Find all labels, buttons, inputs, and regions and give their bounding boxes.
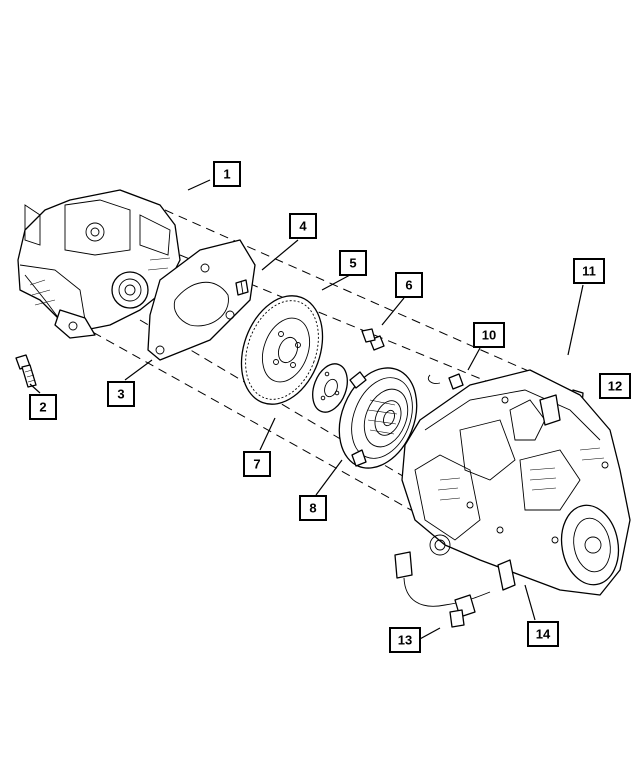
callout-1: 1 (213, 161, 241, 187)
flywheel (240, 295, 324, 405)
callout-label: 4 (299, 219, 307, 234)
callout-6: 6 (395, 272, 423, 298)
callout-4: 4 (289, 213, 317, 239)
callout-label: 8 (309, 501, 316, 516)
callout-label: 11 (582, 264, 596, 279)
callout-8: 8 (299, 495, 327, 521)
plate-bolt (235, 279, 249, 296)
callout-label: 5 (349, 256, 356, 271)
bolt-10 (427, 373, 464, 390)
callout-12: 12 (599, 373, 631, 399)
adapter-plate (147, 239, 256, 361)
clutch-pressure-plate (338, 367, 418, 469)
callout-label: 10 (482, 328, 496, 343)
callout-label: 7 (253, 457, 260, 472)
bolt-2 (15, 354, 37, 388)
callout-5: 5 (339, 250, 367, 276)
callout-label: 2 (39, 400, 46, 415)
callout-label: 6 (405, 278, 412, 293)
wiring-harness (394, 551, 491, 628)
leader-lines (29, 179, 584, 641)
flywheel-bolt (361, 328, 385, 351)
engine-block (17, 189, 181, 339)
callout-13: 13 (389, 627, 421, 653)
transaxle (401, 369, 631, 596)
callout-3: 3 (107, 381, 135, 407)
callout-label: 3 (117, 387, 124, 402)
spacer-plate (312, 363, 348, 413)
callout-7: 7 (243, 451, 271, 477)
callout-10: 10 (473, 322, 505, 348)
callout-14: 14 (527, 621, 559, 647)
callout-11: 11 (573, 258, 605, 284)
callout-label: 12 (608, 379, 622, 394)
callout-2: 2 (29, 394, 57, 420)
callout-label: 13 (398, 633, 412, 648)
callout-label: 14 (536, 627, 551, 642)
callout-label: 1 (223, 167, 230, 182)
